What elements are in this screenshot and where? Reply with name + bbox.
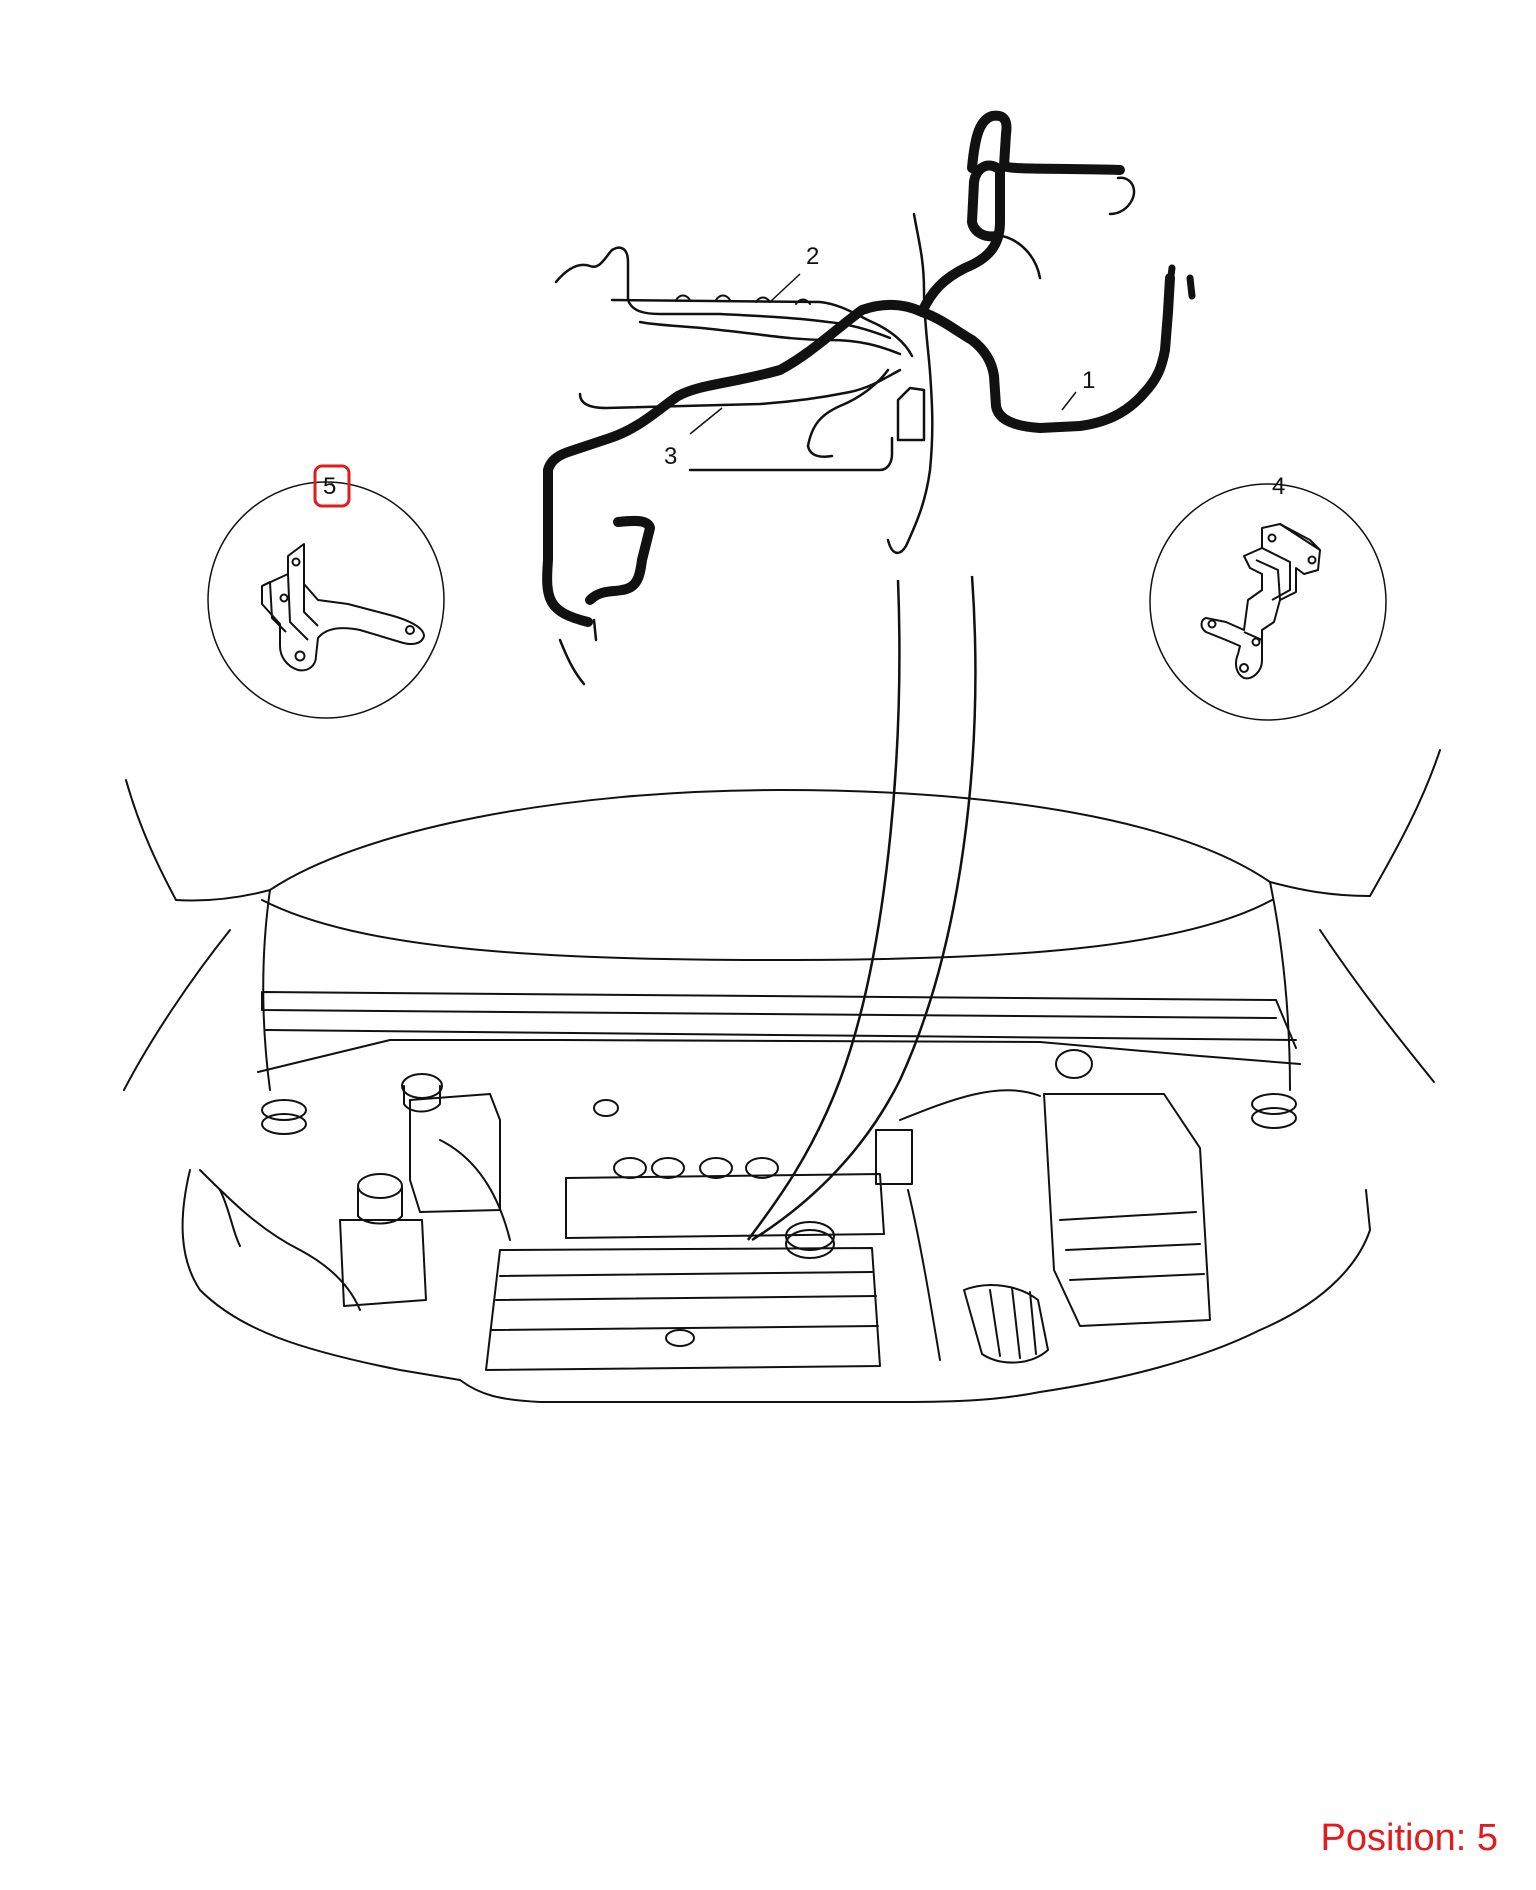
hose-right xyxy=(899,1089,1041,1121)
cowl-lower xyxy=(257,1039,1301,1073)
bracket-detail-4[interactable] xyxy=(1149,483,1387,721)
bay-outline xyxy=(181,1169,1371,1403)
bracket-detail-5[interactable]: 5 xyxy=(207,464,445,719)
harness-thin-wire-f[interactable] xyxy=(806,444,834,458)
air-intake-tube xyxy=(963,1284,1049,1364)
fender-left xyxy=(123,889,271,1091)
callout-5[interactable]: 5 xyxy=(323,473,336,500)
engine-cover xyxy=(485,1247,881,1371)
hose-left xyxy=(199,1169,361,1311)
harness-stub-right[interactable] xyxy=(1166,264,1196,300)
harness-thin-wire-e[interactable] xyxy=(806,368,890,448)
harness-thin-wire-c[interactable] xyxy=(638,320,902,356)
leader-line-2 xyxy=(769,273,801,303)
hood-outline xyxy=(125,779,271,902)
harness-thin-wire-a[interactable] xyxy=(554,246,892,340)
engine-bay-illustration xyxy=(123,749,1441,1403)
selected-callout-highlight xyxy=(313,464,351,508)
hood-curve xyxy=(269,789,1271,891)
leader-lines xyxy=(689,273,1077,435)
callout-1[interactable]: 1 xyxy=(1082,367,1095,394)
position-value: 5 xyxy=(1476,1817,1498,1859)
wiring-harness xyxy=(542,110,1196,686)
brake-fluid-reservoir xyxy=(339,1219,427,1307)
harness-thin-wire-b[interactable] xyxy=(610,298,914,358)
harness-connector-box[interactable] xyxy=(896,386,926,442)
hood-outline-right xyxy=(1269,749,1441,897)
callout-3[interactable]: 3 xyxy=(664,443,677,470)
detail-circle-4 xyxy=(1149,483,1387,721)
intake-manifold xyxy=(565,1173,885,1239)
fender-right xyxy=(1269,881,1435,1091)
harness-branch-left-hook[interactable] xyxy=(585,515,655,605)
bracket-4-icon xyxy=(1200,523,1321,680)
harness-main-thick[interactable] xyxy=(542,273,1175,627)
callout-2[interactable]: 2 xyxy=(806,243,819,270)
harness-thin-wire-l[interactable] xyxy=(592,618,598,642)
cowl xyxy=(261,991,1297,1049)
windshield-lower xyxy=(261,899,1273,961)
position-indicator: Position: 5 xyxy=(1321,1817,1498,1860)
harness-thin-wire-g[interactable] xyxy=(688,436,894,472)
callout-4[interactable]: 4 xyxy=(1272,473,1285,500)
harness-thin-wire-k[interactable] xyxy=(558,638,586,686)
harness-thin-wire-j[interactable] xyxy=(1108,176,1136,216)
leader-line-3 xyxy=(689,407,723,435)
leader-to-engine xyxy=(746,575,977,1242)
fuse-box xyxy=(1043,1093,1211,1327)
harness-branch-loop[interactable] xyxy=(967,110,1125,175)
position-label-text: Position: xyxy=(1320,1817,1467,1859)
bracket-5-icon xyxy=(261,543,425,672)
harness-thin-wire-h[interactable] xyxy=(886,212,934,554)
harness-branch-upper[interactable] xyxy=(917,160,1005,317)
harness-thin-wire-i[interactable] xyxy=(1000,234,1042,280)
hose-center xyxy=(875,1129,913,1185)
harness-connector-ticks xyxy=(675,294,811,305)
detail-circle-5 xyxy=(207,481,445,719)
leader-line-1 xyxy=(1061,391,1077,411)
